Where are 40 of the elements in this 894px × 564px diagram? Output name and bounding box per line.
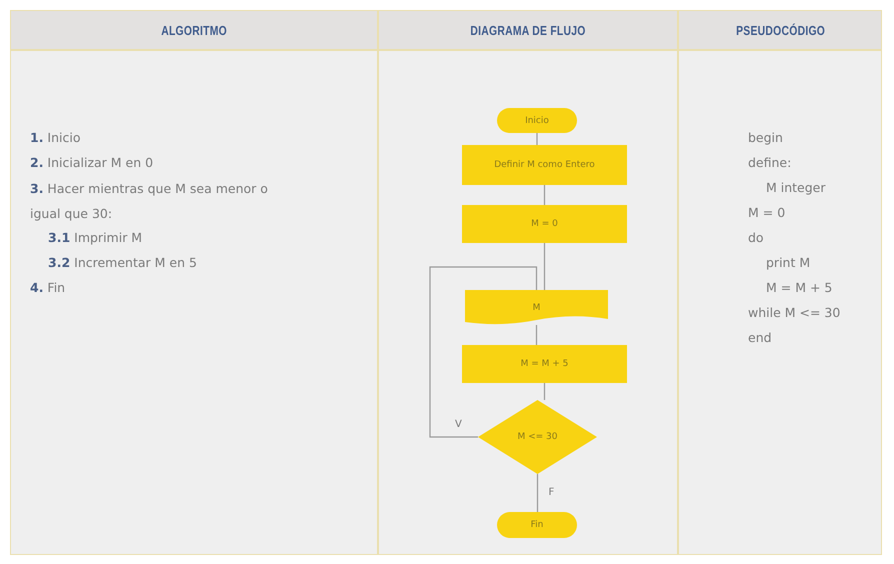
pseudocode-line: define: bbox=[748, 155, 792, 170]
node-label: M <= 30 bbox=[517, 432, 558, 442]
pseudocode-line: begin bbox=[748, 130, 783, 145]
algorithm-step: 4. Fin bbox=[30, 280, 66, 295]
node-label: M bbox=[532, 302, 540, 312]
connector-line bbox=[429, 266, 538, 438]
pseudocode-line: print M bbox=[766, 255, 810, 270]
process-box bbox=[462, 345, 627, 383]
connector-line bbox=[544, 185, 546, 205]
connector-line bbox=[536, 474, 538, 512]
connector-line bbox=[544, 383, 546, 400]
process-box bbox=[462, 145, 627, 185]
pseudocode-line: M integer bbox=[766, 180, 826, 195]
terminal-node bbox=[497, 108, 577, 133]
node-label: M = 0 bbox=[531, 219, 558, 229]
pseudocode-line: do bbox=[748, 230, 764, 245]
pseudocode-line: M = 0 bbox=[748, 205, 786, 220]
node-label: M = M + 5 bbox=[520, 359, 568, 369]
node-label: Inicio bbox=[525, 116, 549, 126]
algorithm-step: 3. Hacer mientras que M sea menor o igual que 30: bbox=[30, 176, 300, 226]
connector-line bbox=[536, 325, 538, 345]
column-heading: ALGORITMO bbox=[161, 22, 227, 38]
algorithm-step: 2. Inicializar M en 0 bbox=[30, 155, 154, 170]
process-box bbox=[462, 205, 627, 243]
connector-line bbox=[544, 243, 546, 290]
pseudocode-line: M = M + 5 bbox=[766, 280, 832, 295]
pseudocode-line: end bbox=[748, 330, 772, 345]
algorithm-step: 3.1 Imprimir M bbox=[48, 230, 142, 245]
node-label: Fin bbox=[530, 520, 544, 530]
column-heading: PSEUDOCÓDIGO bbox=[736, 22, 825, 38]
node-label: Definir M como Entero bbox=[494, 160, 595, 170]
terminal-node bbox=[497, 512, 577, 538]
decision-diamond bbox=[478, 400, 597, 474]
algorithm-step: 3.2 Incrementar M en 5 bbox=[48, 255, 197, 270]
column-heading: DIAGRAMA DE FLUJO bbox=[470, 22, 586, 38]
pseudocode-line: while M <= 30 bbox=[748, 305, 840, 320]
connector-line bbox=[536, 133, 538, 145]
document-shape bbox=[465, 290, 608, 325]
algorithm-step: 1. Inicio bbox=[30, 130, 81, 145]
edge-label: V bbox=[454, 419, 463, 430]
